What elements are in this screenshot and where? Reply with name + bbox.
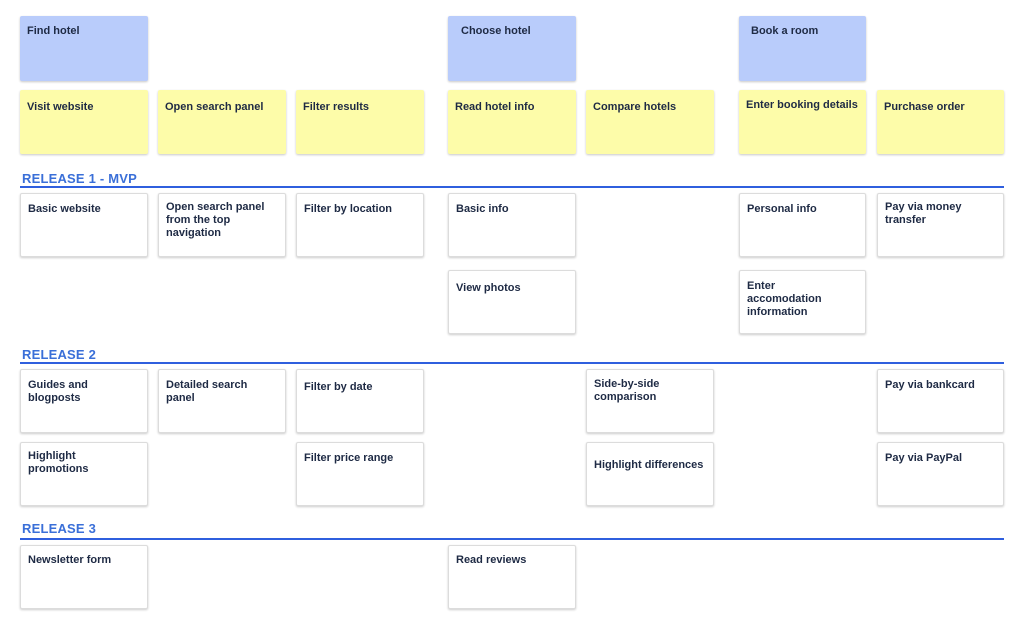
story-label: View photos [456,282,521,294]
story-label: Basic info [456,203,509,215]
step-card-compare-hotels[interactable]: Compare hotels [586,90,714,154]
story-card-filter-by-date[interactable]: Filter by date [296,369,424,433]
story-card-filter-price-range[interactable]: Filter price range [296,442,424,506]
story-label: Highlight differences [594,459,704,471]
story-label: Pay via PayPal [885,452,963,464]
story-label: Side-by-side comparison [594,378,660,403]
story-card-basic-info[interactable]: Basic info [448,193,576,257]
story-card-pay-via-money-transfer[interactable]: Pay via money transfer [877,193,1004,257]
story-card-enter-accomodation-information[interactable]: Enter accomodation information [739,270,866,334]
story-card-highlight-promotions[interactable]: Highlight promotions [20,442,148,506]
story-card-personal-info[interactable]: Personal info [739,193,866,257]
step-label: Purchase order [884,101,965,113]
story-label: Basic website [28,203,101,215]
story-label: Detailed search panel [166,379,248,404]
release-3-title: RELEASE 3 [22,521,97,536]
story-label: Open search panel from the top navigatio… [166,201,265,239]
story-card-pay-via-bankcard[interactable]: Pay via bankcard [877,369,1004,433]
step-card-visit-website[interactable]: Visit website [20,90,148,154]
story-card-pay-via-paypal[interactable]: Pay via PayPal [877,442,1004,506]
story-card-filter-by-location[interactable]: Filter by location [296,193,424,257]
step-card-purchase-order[interactable]: Purchase order [877,90,1004,154]
release-1-divider [20,186,1004,188]
release-2-title: RELEASE 2 [22,347,97,362]
story-label: Pay via money transfer [885,201,962,226]
step-label: Compare hotels [593,101,677,113]
epic-label: Find hotel [27,25,80,37]
story-label: Filter price range [304,452,394,464]
epic-label: Book a room [751,25,819,37]
step-card-open-search-panel[interactable]: Open search panel [158,90,286,154]
story-card-open-search-panel-top-nav[interactable]: Open search panel from the top navigatio… [158,193,286,257]
story-label: Newsletter form [28,554,112,566]
epic-card-choose-hotel[interactable]: Choose hotel [448,16,576,81]
step-label: Open search panel [165,101,264,113]
step-label: Read hotel info [455,101,535,113]
step-label: Visit website [27,101,94,113]
story-label: Personal info [747,203,817,215]
story-card-guides-and-blogposts[interactable]: Guides and blogposts [20,369,148,433]
step-label: Enter booking details [746,99,858,111]
story-card-newsletter-form[interactable]: Newsletter form [20,545,148,609]
story-card-view-photos[interactable]: View photos [448,270,576,334]
step-label: Filter results [303,101,370,113]
story-label: Read reviews [456,554,527,566]
story-card-read-reviews[interactable]: Read reviews [448,545,576,609]
story-label: Highlight promotions [28,450,89,475]
step-card-filter-results[interactable]: Filter results [296,90,424,154]
story-card-basic-website[interactable]: Basic website [20,193,148,257]
story-label: Pay via bankcard [885,379,975,391]
story-label: Enter accomodation information [747,280,822,318]
release-1-title: RELEASE 1 - MVP [22,171,137,186]
step-card-enter-booking-details[interactable]: Enter booking details [739,90,866,154]
step-card-read-hotel-info[interactable]: Read hotel info [448,90,576,154]
story-label: Filter by date [304,381,373,393]
story-card-highlight-differences[interactable]: Highlight differences [586,442,714,506]
story-label: Filter by location [304,203,393,215]
release-3-divider [20,538,1004,540]
story-card-detailed-search-panel[interactable]: Detailed search panel [158,369,286,433]
epic-label: Choose hotel [461,25,531,37]
release-2-divider [20,362,1004,364]
epic-card-find-hotel[interactable]: Find hotel [20,16,148,81]
story-label: Guides and blogposts [28,379,88,404]
story-card-side-by-side-comparison[interactable]: Side-by-side comparison [586,369,714,433]
epic-card-book-a-room[interactable]: Book a room [739,16,866,81]
